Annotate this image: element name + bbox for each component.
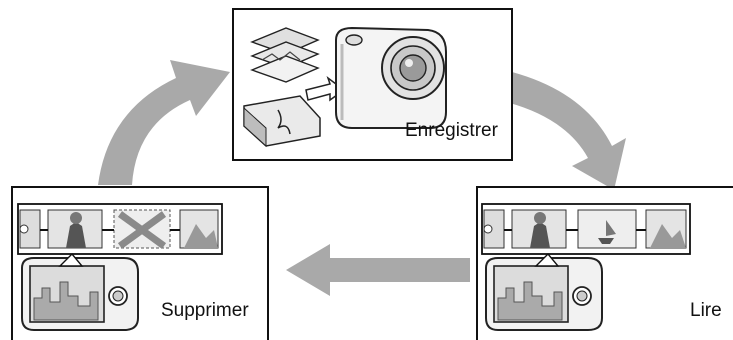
filmstrip-delete xyxy=(17,203,223,255)
camera-icon xyxy=(335,26,447,129)
device-play-icon xyxy=(485,252,603,331)
arrow-play-to-delete xyxy=(286,244,470,296)
record-label: Enregistrer xyxy=(405,120,498,141)
delete-x-icon xyxy=(117,211,167,249)
memory-card-icon xyxy=(243,95,321,148)
device-delete-icon xyxy=(21,252,139,331)
arrow-record-to-play xyxy=(506,72,626,190)
photos-icon xyxy=(250,27,320,83)
filmstrip-play xyxy=(481,203,691,255)
play-label: Lire xyxy=(690,300,722,321)
delete-label: Supprimer xyxy=(161,300,249,321)
arrow-delete-to-record xyxy=(98,60,230,185)
